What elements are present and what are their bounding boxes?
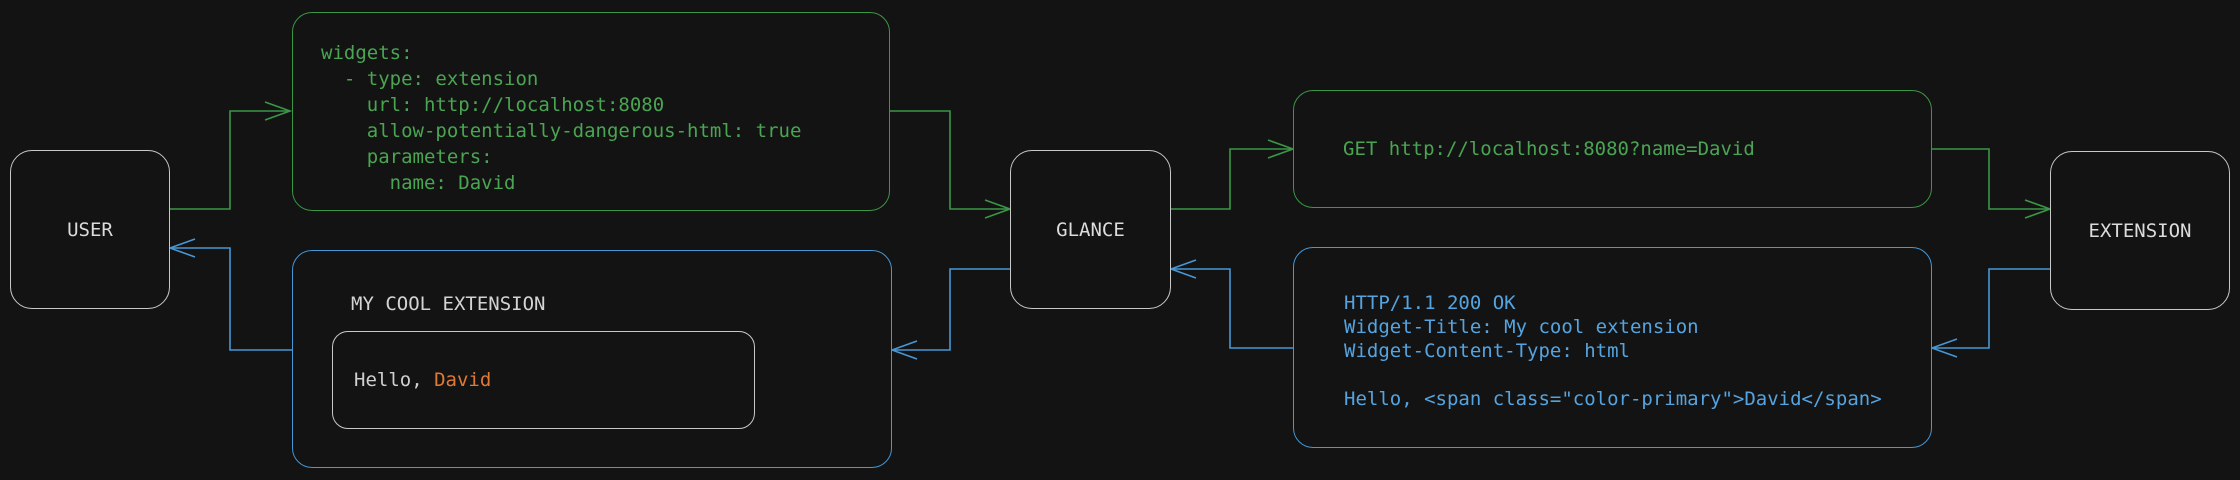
widget-title: MY COOL EXTENSION xyxy=(351,293,546,315)
http-response-box: HTTP/1.1 200 OK Widget-Title: My cool ex… xyxy=(1293,247,1932,448)
arrowhead-into-widget xyxy=(889,340,918,360)
greeting-name: David xyxy=(434,369,492,391)
node-glance: GLANCE xyxy=(1010,150,1171,309)
node-user-label: USER xyxy=(67,218,113,241)
connector-widget-to-user xyxy=(172,247,292,351)
http-response-code: HTTP/1.1 200 OK Widget-Title: My cool ex… xyxy=(1344,292,1882,410)
node-extension: EXTENSION xyxy=(2050,151,2230,310)
connector-response-to-glance xyxy=(1173,268,1293,349)
http-request-line: GET http://localhost:8080?name=David xyxy=(1343,138,1755,160)
rendered-widget-box: MY COOL EXTENSION Hello, David xyxy=(292,250,892,468)
widget-greeting-box: Hello, David xyxy=(332,331,755,429)
node-user: USER xyxy=(10,150,170,309)
connector-glance-to-request xyxy=(1171,148,1291,210)
greeting-prefix: Hello, xyxy=(354,369,435,391)
connector-request-to-extension xyxy=(1932,148,2048,210)
connector-glance-to-widget xyxy=(894,268,1010,351)
node-extension-label: EXTENSION xyxy=(2088,219,2192,242)
config-yaml-code: widgets: - type: extension url: http://l… xyxy=(321,42,802,194)
arrowhead-into-config xyxy=(264,101,293,121)
http-request-box: GET http://localhost:8080?name=David xyxy=(1293,90,1932,208)
arrowhead-into-user xyxy=(167,238,196,258)
connector-config-to-glance xyxy=(890,110,1008,210)
arrowhead-into-glance-blue xyxy=(1168,259,1197,279)
connector-user-to-config xyxy=(170,110,290,210)
arrowhead-into-response xyxy=(1929,338,1958,358)
node-glance-label: GLANCE xyxy=(1056,218,1125,241)
config-yaml-box: widgets: - type: extension url: http://l… xyxy=(292,12,890,211)
connector-extension-to-response xyxy=(1934,268,2050,349)
